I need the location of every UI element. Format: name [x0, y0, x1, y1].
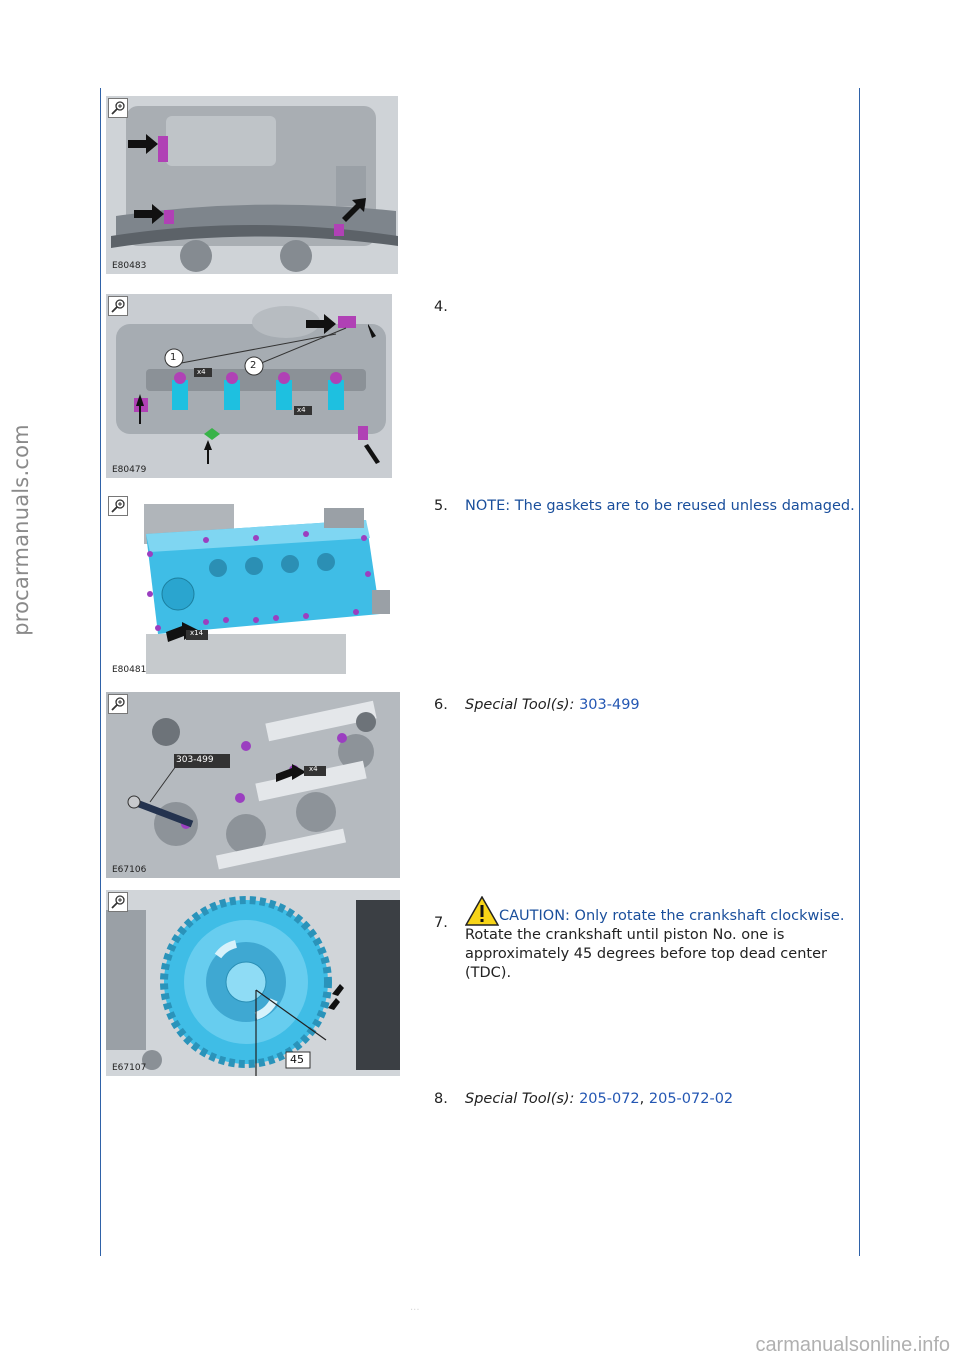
- figure-id: E80483: [112, 261, 147, 271]
- warning-triangle-icon: [464, 895, 500, 926]
- qty-label: x4: [309, 765, 318, 773]
- figure-id: E80481: [112, 665, 147, 675]
- step-number: 6.: [434, 697, 448, 713]
- footer-watermark: carmanualsonline.info: [755, 1334, 950, 1356]
- figure-e67107[interactable]: 45 E67107: [106, 890, 400, 1076]
- tool-link[interactable]: 303-499: [579, 697, 640, 713]
- step-number: 8.: [434, 1091, 448, 1107]
- figure-e80483[interactable]: E80483: [106, 96, 398, 274]
- qty-label: x4: [197, 368, 206, 376]
- qty-label: x14: [190, 629, 204, 637]
- separator: ,: [639, 1091, 645, 1107]
- step-number: 4.: [434, 299, 448, 315]
- zoom-icon[interactable]: [108, 892, 128, 912]
- angle-label: 45: [290, 1053, 304, 1066]
- tool-label: 303-499: [176, 755, 214, 765]
- figure-id: E80479: [112, 465, 147, 475]
- figure-e80481[interactable]: x14 E80481: [106, 494, 398, 678]
- tool-link[interactable]: 205-072-02: [648, 1091, 734, 1107]
- page-number: ...: [410, 1302, 420, 1313]
- figure-id: E67107: [112, 1063, 147, 1073]
- right-border-line: [859, 88, 860, 1256]
- step-text: Rotate the crankshaft until piston No. o…: [465, 927, 827, 981]
- callout-2: 2: [250, 360, 257, 371]
- figure-id: E67106: [112, 865, 147, 875]
- zoom-icon[interactable]: [108, 496, 128, 516]
- special-tools-label: Special Tool(s):: [465, 697, 575, 713]
- zoom-icon[interactable]: [108, 296, 128, 316]
- figure-e80479[interactable]: 1 2 x4 x4 E80479: [106, 294, 392, 478]
- zoom-icon[interactable]: [108, 694, 128, 714]
- caution-text: CAUTION: Only rotate the crankshaft cloc…: [499, 908, 845, 924]
- qty-label: x4: [297, 406, 306, 414]
- special-tools-label: Special Tool(s):: [465, 1091, 575, 1107]
- step-number: 5.: [434, 498, 448, 514]
- callout-1: 1: [170, 352, 177, 363]
- tool-link[interactable]: 205-072: [579, 1091, 640, 1107]
- step-note: NOTE: The gaskets are to be reused unles…: [465, 498, 855, 514]
- side-watermark: procarmanuals.com: [9, 424, 33, 636]
- figure-e67106[interactable]: 303-499 x4 E67106: [106, 692, 400, 878]
- zoom-icon[interactable]: [108, 98, 128, 118]
- left-border-line: [100, 88, 101, 1256]
- step-number: 7.: [434, 915, 448, 931]
